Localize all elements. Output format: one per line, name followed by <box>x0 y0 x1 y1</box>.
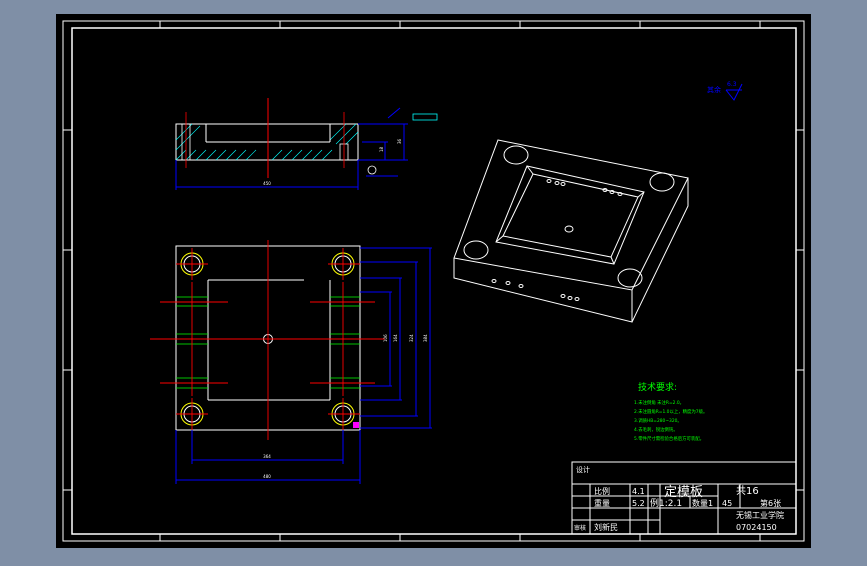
dim-plan-right-4: 384 <box>423 334 428 342</box>
section-dimensions <box>175 107 408 190</box>
tolerance-frame <box>412 113 438 121</box>
tb-row1-value: 4.1 <box>632 487 645 496</box>
title-block <box>571 461 797 535</box>
dim-plan-outer: 480 <box>263 474 271 479</box>
section-view[interactable]: 450 36 18 <box>175 98 438 190</box>
tb-material: 45 <box>722 499 732 508</box>
tb-row2-value: 5.2 <box>632 499 645 508</box>
svg-text:技术要求:: 技术要求: <box>638 381 677 393</box>
section-hatch <box>175 123 359 161</box>
dim-plan-right-2: 164 <box>393 334 398 342</box>
sheet-border <box>62 20 805 542</box>
dim-plan-right-3: 324 <box>409 334 414 342</box>
frame-ticks <box>63 21 804 541</box>
section-outline <box>175 123 359 161</box>
tb-sheet-no: 第6张 <box>760 498 781 508</box>
surface-finish: 其余 6.3 <box>707 81 743 101</box>
tb-designer: 刘新民 <box>594 522 618 532</box>
tech-req-2: 2.未注圆角R=1.0以上，精度为7级。 <box>634 408 707 415</box>
title-block-text: 设计 比例 4.1 重量 5.2 审核 刘新民 定模板 例1:2.1 数量1 4… <box>574 465 784 532</box>
tech-req-3: 3.调质HB=280~320。 <box>634 417 682 424</box>
svg-text:6.3: 6.3 <box>727 81 737 88</box>
plan-view[interactable]: 364 480 106 164 324 384 <box>150 240 432 484</box>
svg-text:其余: 其余 <box>707 85 721 94</box>
tech-req-5: 5.零件尺寸需检验合格后方可装配。 <box>634 435 704 442</box>
tech-req-4: 4.去毛刺，锐边倒钝。 <box>634 426 678 433</box>
technical-requirements: 技术要求: 1.未注倒角 未注R=2.0。 2.未注圆角R=1.0以上，精度为7… <box>634 381 707 442</box>
dim-top-width: 450 <box>263 181 271 186</box>
plan-centerlines <box>150 240 385 440</box>
drawing-canvas <box>56 14 811 548</box>
inner-frame <box>71 27 797 535</box>
tb-scale: 例1:2.1 <box>650 497 682 509</box>
tb-part-name: 定模板 <box>664 485 703 500</box>
isometric-view[interactable] <box>453 139 689 323</box>
tech-req-1: 1.未注倒角 未注R=2.0。 <box>634 399 684 406</box>
dim-top-height: 36 <box>397 138 402 144</box>
tb-total-sheets: 共16 <box>736 485 759 497</box>
tb-row1: 比例 <box>594 486 610 496</box>
tb-quantity: 数量1 <box>692 498 713 508</box>
dim-section-depth: 18 <box>379 146 384 152</box>
plan-dimensions <box>175 247 432 484</box>
dim-plan-right-1: 106 <box>383 334 388 342</box>
tb-checker-label: 审核 <box>574 524 586 532</box>
tb-school: 无锡工业学院 <box>736 510 784 520</box>
dim-plan-inner: 364 <box>263 454 271 459</box>
iso-side-face <box>631 178 689 323</box>
iso-front-face <box>453 258 633 323</box>
tb-designer-label: 设计 <box>576 465 590 474</box>
tb-row2: 重量 <box>594 498 610 508</box>
tb-drawing-no: 07024150 <box>736 523 777 532</box>
